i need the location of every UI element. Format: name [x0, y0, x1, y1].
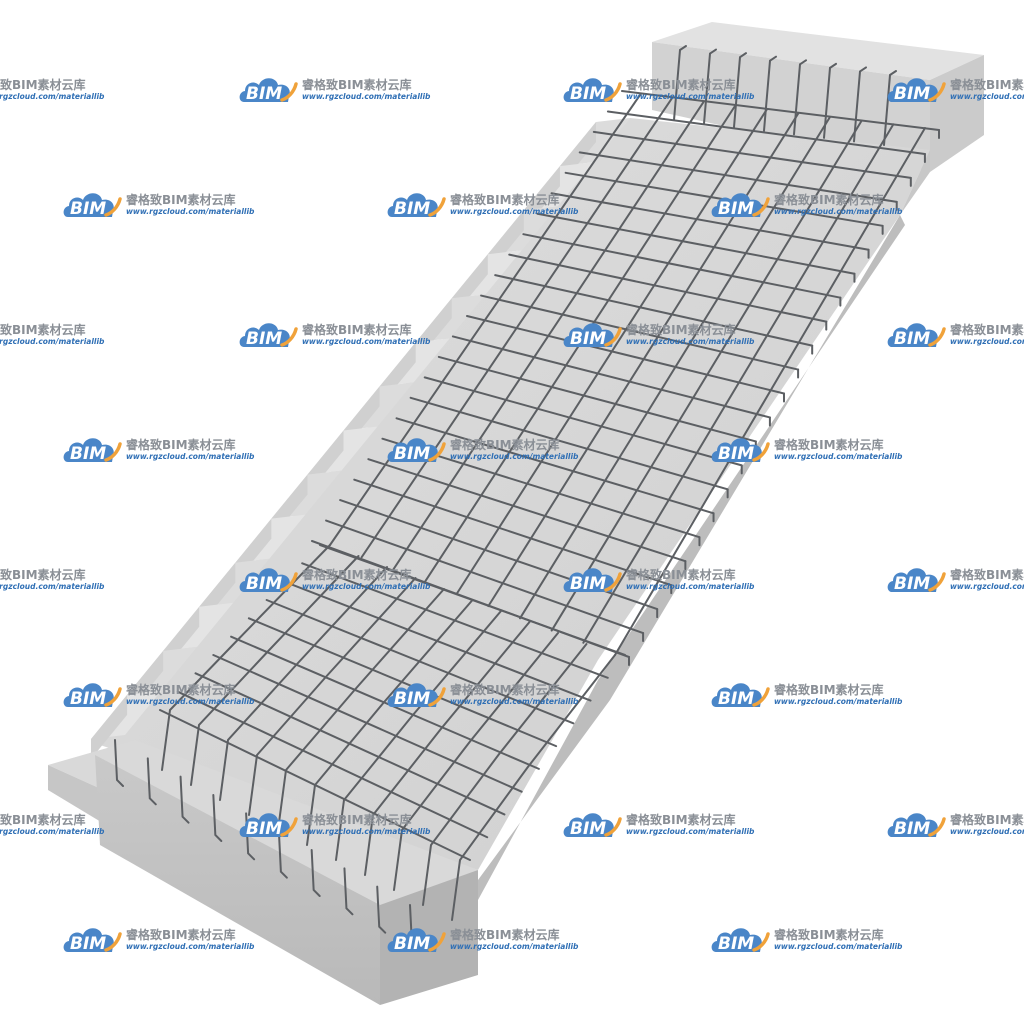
rebar-transverse-lower: [176, 690, 489, 839]
rebar-top-hook: [793, 59, 807, 136]
rebar-transverse: [409, 396, 729, 491]
rebar-dowel: [114, 739, 124, 787]
rebar-bent-bar: [451, 654, 616, 921]
rebar-transverse: [395, 417, 715, 515]
rebar-transverse-lower: [247, 617, 558, 748]
rebar-top-hook: [853, 66, 867, 143]
rebar-transverse-lower: [194, 672, 506, 816]
rebar-dowel: [343, 867, 354, 916]
rebar-bent-bar: [190, 555, 360, 786]
rebar-transverse: [353, 478, 673, 587]
rebar-transverse-lower: [301, 562, 609, 679]
rebar-bent-bar: [422, 643, 588, 906]
stair-steps: [91, 118, 630, 759]
rebar-top-hook: [823, 62, 837, 139]
rebar-bent-bar: [219, 566, 388, 801]
stair-flight: [100, 118, 930, 900]
rebar-transverse: [550, 192, 870, 251]
rebar-transverse: [480, 294, 800, 371]
rebar-transverse-lower: [319, 544, 626, 656]
rebar-transverse: [508, 253, 828, 323]
rebar-top-hook: [703, 48, 717, 125]
rebar-bent-bar: [364, 621, 531, 876]
rebar-longitudinal: [582, 123, 895, 644]
rebar-transverse: [494, 274, 814, 347]
rebar-top-hook: [883, 70, 897, 146]
rebar-transverse-lower: [230, 635, 540, 770]
rebar-top-hook: [733, 52, 747, 129]
rebar-transverse: [451, 335, 771, 419]
rebar-dowel: [310, 849, 321, 897]
rebar-transverse: [423, 376, 743, 467]
rebar-transverse: [325, 519, 645, 635]
rebar-transverse: [578, 151, 898, 203]
rebar-top-hook: [763, 55, 777, 132]
rebar-transverse: [606, 110, 926, 155]
rebar-transverse-lower: [159, 709, 471, 861]
rebar-transverse: [592, 130, 912, 179]
rebar-dowel: [212, 794, 223, 842]
rebar-bent-bar: [393, 632, 559, 891]
rebar-longitudinal: [614, 127, 926, 656]
rebar-transverse: [522, 233, 842, 299]
rebar-transverse: [466, 315, 785, 395]
rebar-transverse: [367, 458, 687, 563]
rebar-dowel: [376, 885, 387, 934]
rebar-dowel: [146, 757, 157, 806]
rebar-transverse-lower: [283, 580, 592, 702]
rebar-transverse: [536, 212, 856, 275]
rebar-dowel: [179, 775, 190, 824]
rebar-top-hook: [673, 45, 687, 121]
stair-riser: [91, 694, 128, 759]
rebar-bent-bar: [248, 577, 417, 816]
rebar-transverse: [437, 355, 757, 443]
rebar-dowel: [277, 830, 288, 879]
rebar-transverse-lower: [212, 654, 523, 793]
rebar-transverse-lower: [265, 599, 575, 725]
